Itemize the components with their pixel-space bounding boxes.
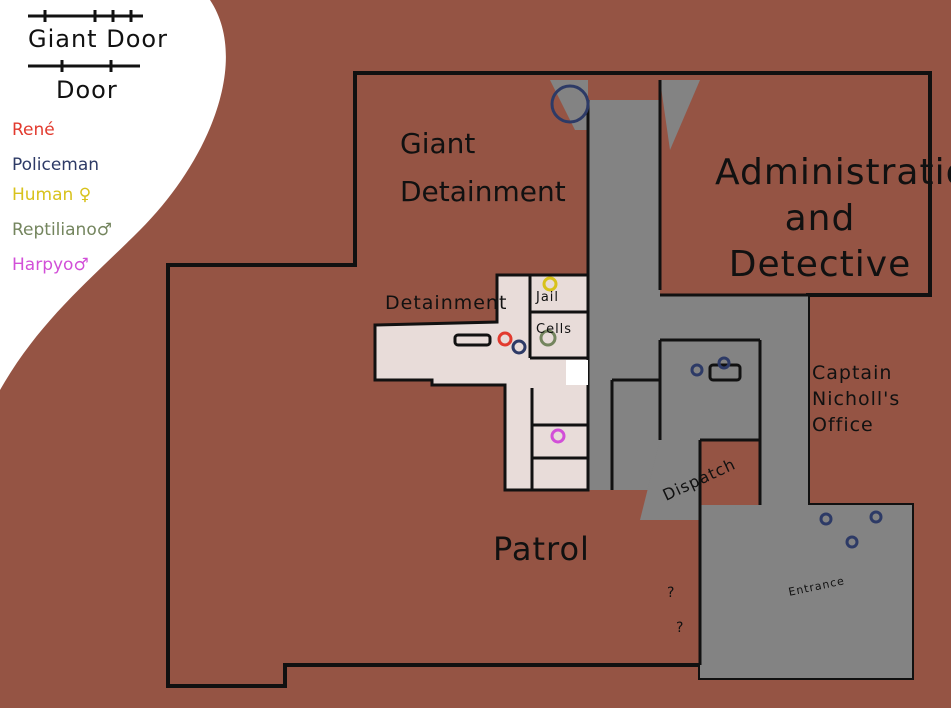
room-cells: Cells (536, 322, 573, 337)
legend-entry-harpyo: Harpyo♂ (12, 255, 89, 275)
room-patrol: Patrol (493, 530, 590, 568)
legend-door-label: Door (56, 76, 118, 104)
cell-gap (566, 360, 588, 385)
unknown-marker-1: ? (667, 585, 676, 601)
room-jail: Jail (536, 290, 560, 305)
corridors (550, 80, 912, 678)
legend-background (0, 0, 226, 390)
legend-entry-rene: René (12, 120, 55, 140)
legend-door-symbols (28, 10, 143, 72)
room-administration: Administration and Detective (715, 152, 951, 285)
character-markers (497, 84, 883, 549)
legend-entry-human: Human ♀ (12, 185, 92, 205)
legend-entry-policeman: Policeman (12, 155, 100, 175)
legend-entry-reptiliano: Reptiliano♂ (12, 220, 112, 240)
detainment-area (373, 273, 590, 492)
room-detainment: Detainment (385, 292, 508, 314)
walls (453, 80, 808, 665)
room-captain-office: Captain Nicholl's Office (812, 362, 901, 436)
room-giant-detainment: Giant Detainment (400, 127, 566, 208)
unknown-marker-2: ? (676, 620, 685, 636)
legend-giant-door-label: Giant Door (28, 25, 168, 53)
